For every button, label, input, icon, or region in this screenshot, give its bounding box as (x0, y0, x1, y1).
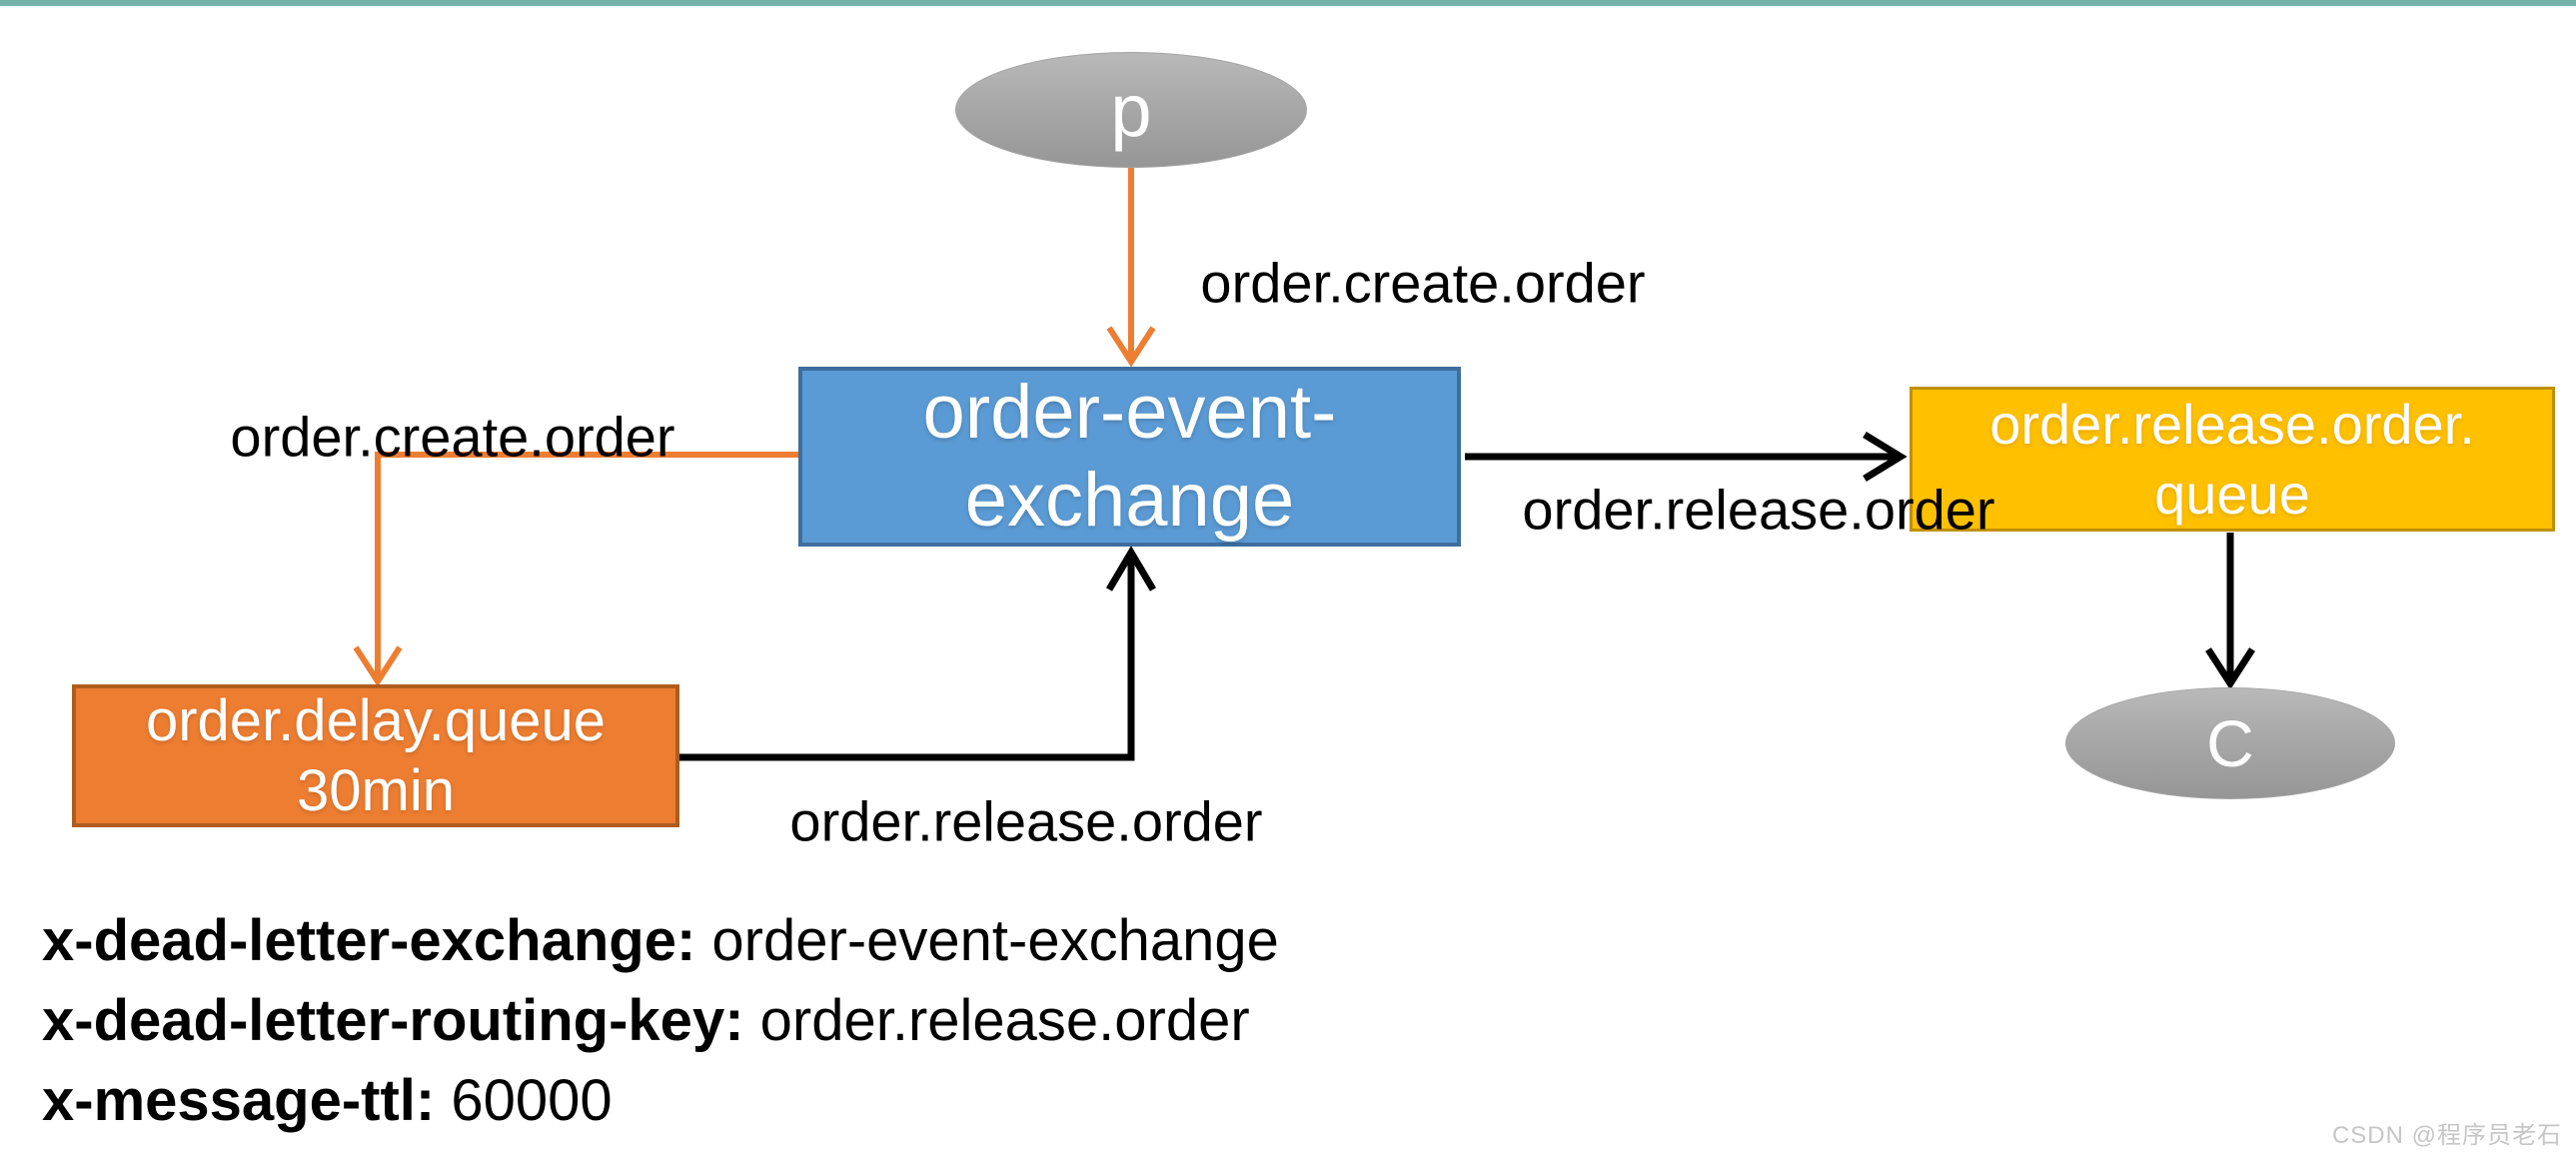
edge-exchange-to-release-arrow (1465, 432, 1908, 482)
producer-node: p (955, 52, 1307, 168)
release-queue-label-line2: queue (2154, 462, 2310, 526)
property-value: 60000 (451, 1068, 613, 1133)
watermark-text: CSDN @程序员老石 (2331, 1122, 2562, 1149)
queue-arguments-block: x-dead-letter-exchange: order-event-exch… (42, 901, 1279, 1141)
edge-release-to-consumer-arrow (2205, 533, 2255, 690)
delay-queue-node: order.delay.queue 30min (72, 684, 679, 827)
property-row-dead-letter-routing-key: x-dead-letter-routing-key: order.release… (42, 981, 1279, 1061)
edge-delay-to-exchange-arrow (679, 546, 1157, 761)
consumer-node: C (2065, 687, 2395, 799)
routing-key-label-delay-to-exchange: order.release.order (789, 789, 1263, 853)
property-value: order.release.order (759, 988, 1250, 1053)
routing-key-label-exchange-to-release: order.release.order (1522, 478, 1995, 542)
property-row-dead-letter-exchange: x-dead-letter-exchange: order-event-exch… (42, 901, 1279, 981)
edge-producer-to-exchange-arrow (1106, 167, 1156, 368)
exchange-node: order-event- exchange (798, 367, 1461, 547)
property-key: x-dead-letter-routing-key: (42, 988, 744, 1053)
top-accent-bar (0, 0, 2576, 6)
release-queue-label-line1: order.release.order. (1989, 392, 2475, 456)
routing-key-label-exchange-to-delay: order.create.order (230, 405, 675, 469)
edge-exchange-to-delay-arrow (353, 452, 798, 687)
property-key: x-message-ttl: (42, 1068, 436, 1133)
property-key: x-dead-letter-exchange: (42, 908, 696, 973)
consumer-label: C (2206, 706, 2254, 780)
property-value: order-event-exchange (711, 908, 1279, 973)
property-row-message-ttl: x-message-ttl: 60000 (42, 1061, 1279, 1141)
producer-label: p (1110, 68, 1152, 152)
routing-key-label-producer-to-exchange: order.create.order (1200, 251, 1646, 315)
delay-queue-label-line1: order.delay.queue (145, 687, 607, 753)
delay-queue-label-line2: 30min (297, 757, 455, 823)
exchange-label-line1: order-event- (922, 370, 1337, 455)
release-queue-node: order.release.order. queue (1910, 387, 2555, 532)
exchange-label-line2: exchange (964, 458, 1295, 543)
